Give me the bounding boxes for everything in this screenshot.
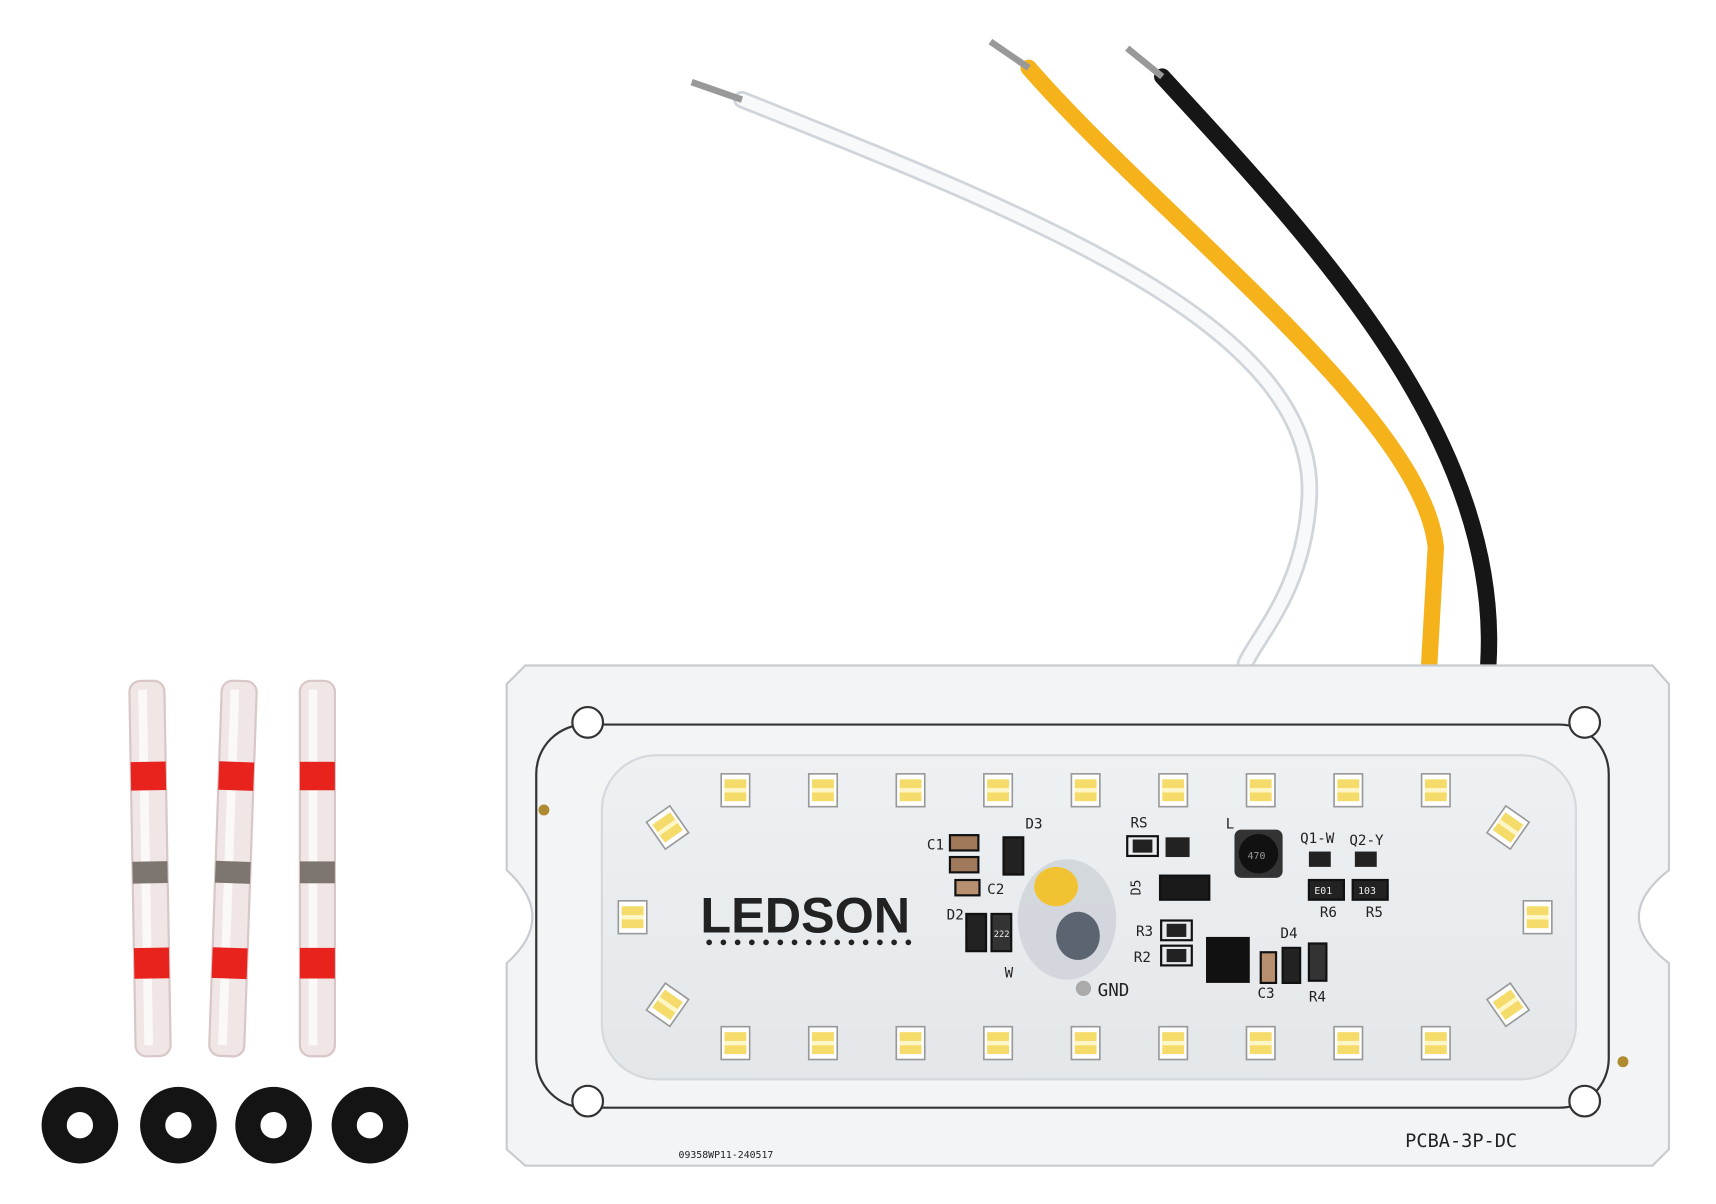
label-r2: R2 xyxy=(1134,950,1151,966)
logo-dot xyxy=(834,939,841,946)
logo-dot xyxy=(862,939,869,946)
label-d3: D3 xyxy=(1025,817,1042,833)
mounting-holes xyxy=(571,705,1602,1118)
yellow-wire xyxy=(1020,59,1445,672)
led-chip xyxy=(1420,1025,1451,1061)
yellow-wire-tip xyxy=(988,38,1031,71)
led-chip xyxy=(1420,773,1451,808)
label-d4: D4 xyxy=(1280,926,1297,942)
led-chip xyxy=(1333,773,1364,808)
white-wire-tip xyxy=(690,78,744,103)
label-l: L xyxy=(1226,817,1235,833)
logo-dots xyxy=(706,939,912,946)
led-chip xyxy=(807,773,839,808)
label-q1: Q1-W xyxy=(1300,831,1335,847)
logo-dot xyxy=(905,939,912,946)
led-chip xyxy=(983,1025,1014,1061)
logo-dot xyxy=(748,939,755,946)
serial-number: 09358WP11-240517 xyxy=(679,1150,774,1161)
logo-dot xyxy=(877,939,883,946)
led-chip xyxy=(983,773,1014,808)
white-wire xyxy=(733,90,1319,673)
led-board: LEDSON xyxy=(505,664,1671,1167)
led-chip xyxy=(1070,773,1101,808)
logo-dot xyxy=(791,939,798,946)
logo-dot xyxy=(891,939,897,946)
label-rs: RS xyxy=(1131,815,1148,831)
led-chip xyxy=(1158,1025,1189,1061)
label-q2: Q2-Y xyxy=(1349,833,1384,849)
led-chip xyxy=(1070,1025,1101,1061)
led-chip xyxy=(720,773,751,808)
logo-dot xyxy=(734,939,741,946)
logo-dot xyxy=(720,939,727,946)
code-e01: E01 xyxy=(1314,886,1332,897)
wires xyxy=(690,38,1498,673)
components xyxy=(948,829,1389,997)
label-r5: R5 xyxy=(1366,905,1383,921)
led-chip xyxy=(807,1025,839,1061)
label-r6: R6 xyxy=(1320,905,1337,921)
led-chip xyxy=(1158,773,1189,808)
logo-dot xyxy=(706,939,713,946)
label-c2: C2 xyxy=(987,882,1004,898)
solder-sleeve-connectors xyxy=(128,679,336,1058)
rubber-washers xyxy=(41,1086,409,1164)
silkscreen-labels: C1 D3 C2 D2 222 W GND RS D5 L 470 Q1-W Q… xyxy=(927,815,1384,1005)
logo-dot xyxy=(805,939,812,946)
led-chip xyxy=(1245,773,1276,808)
label-w: W xyxy=(1005,965,1014,981)
connector xyxy=(208,679,258,1058)
black-wire xyxy=(1154,68,1498,672)
led-chip xyxy=(720,1025,751,1061)
led-chip xyxy=(1245,1025,1276,1061)
led-chip xyxy=(1333,1025,1364,1061)
label-d2: D2 xyxy=(947,907,964,923)
code-470: 470 xyxy=(1248,851,1266,862)
label-r3: R3 xyxy=(1136,924,1153,940)
led-chip xyxy=(895,773,926,808)
connector xyxy=(128,679,172,1058)
led-row-top xyxy=(720,773,1451,808)
led-chip xyxy=(895,1025,926,1061)
label-c1: C1 xyxy=(927,837,944,853)
label-gnd: GND xyxy=(1098,981,1130,1001)
code-103: 103 xyxy=(1358,886,1376,897)
model-label: PCBA-3P-DC xyxy=(1405,1131,1517,1152)
label-c3: C3 xyxy=(1257,986,1274,1002)
led-row-bottom xyxy=(720,1025,1451,1061)
brand-logo: LEDSON xyxy=(700,887,910,944)
logo-dot xyxy=(848,939,855,946)
black-wire-tip xyxy=(1125,45,1165,80)
logo-dot xyxy=(777,939,784,946)
code-222: 222 xyxy=(994,930,1010,940)
label-r4: R4 xyxy=(1309,990,1326,1006)
label-d5: D5 xyxy=(1129,880,1144,896)
logo-dot xyxy=(820,939,826,946)
connector xyxy=(298,679,336,1058)
logo-dot xyxy=(763,939,769,946)
